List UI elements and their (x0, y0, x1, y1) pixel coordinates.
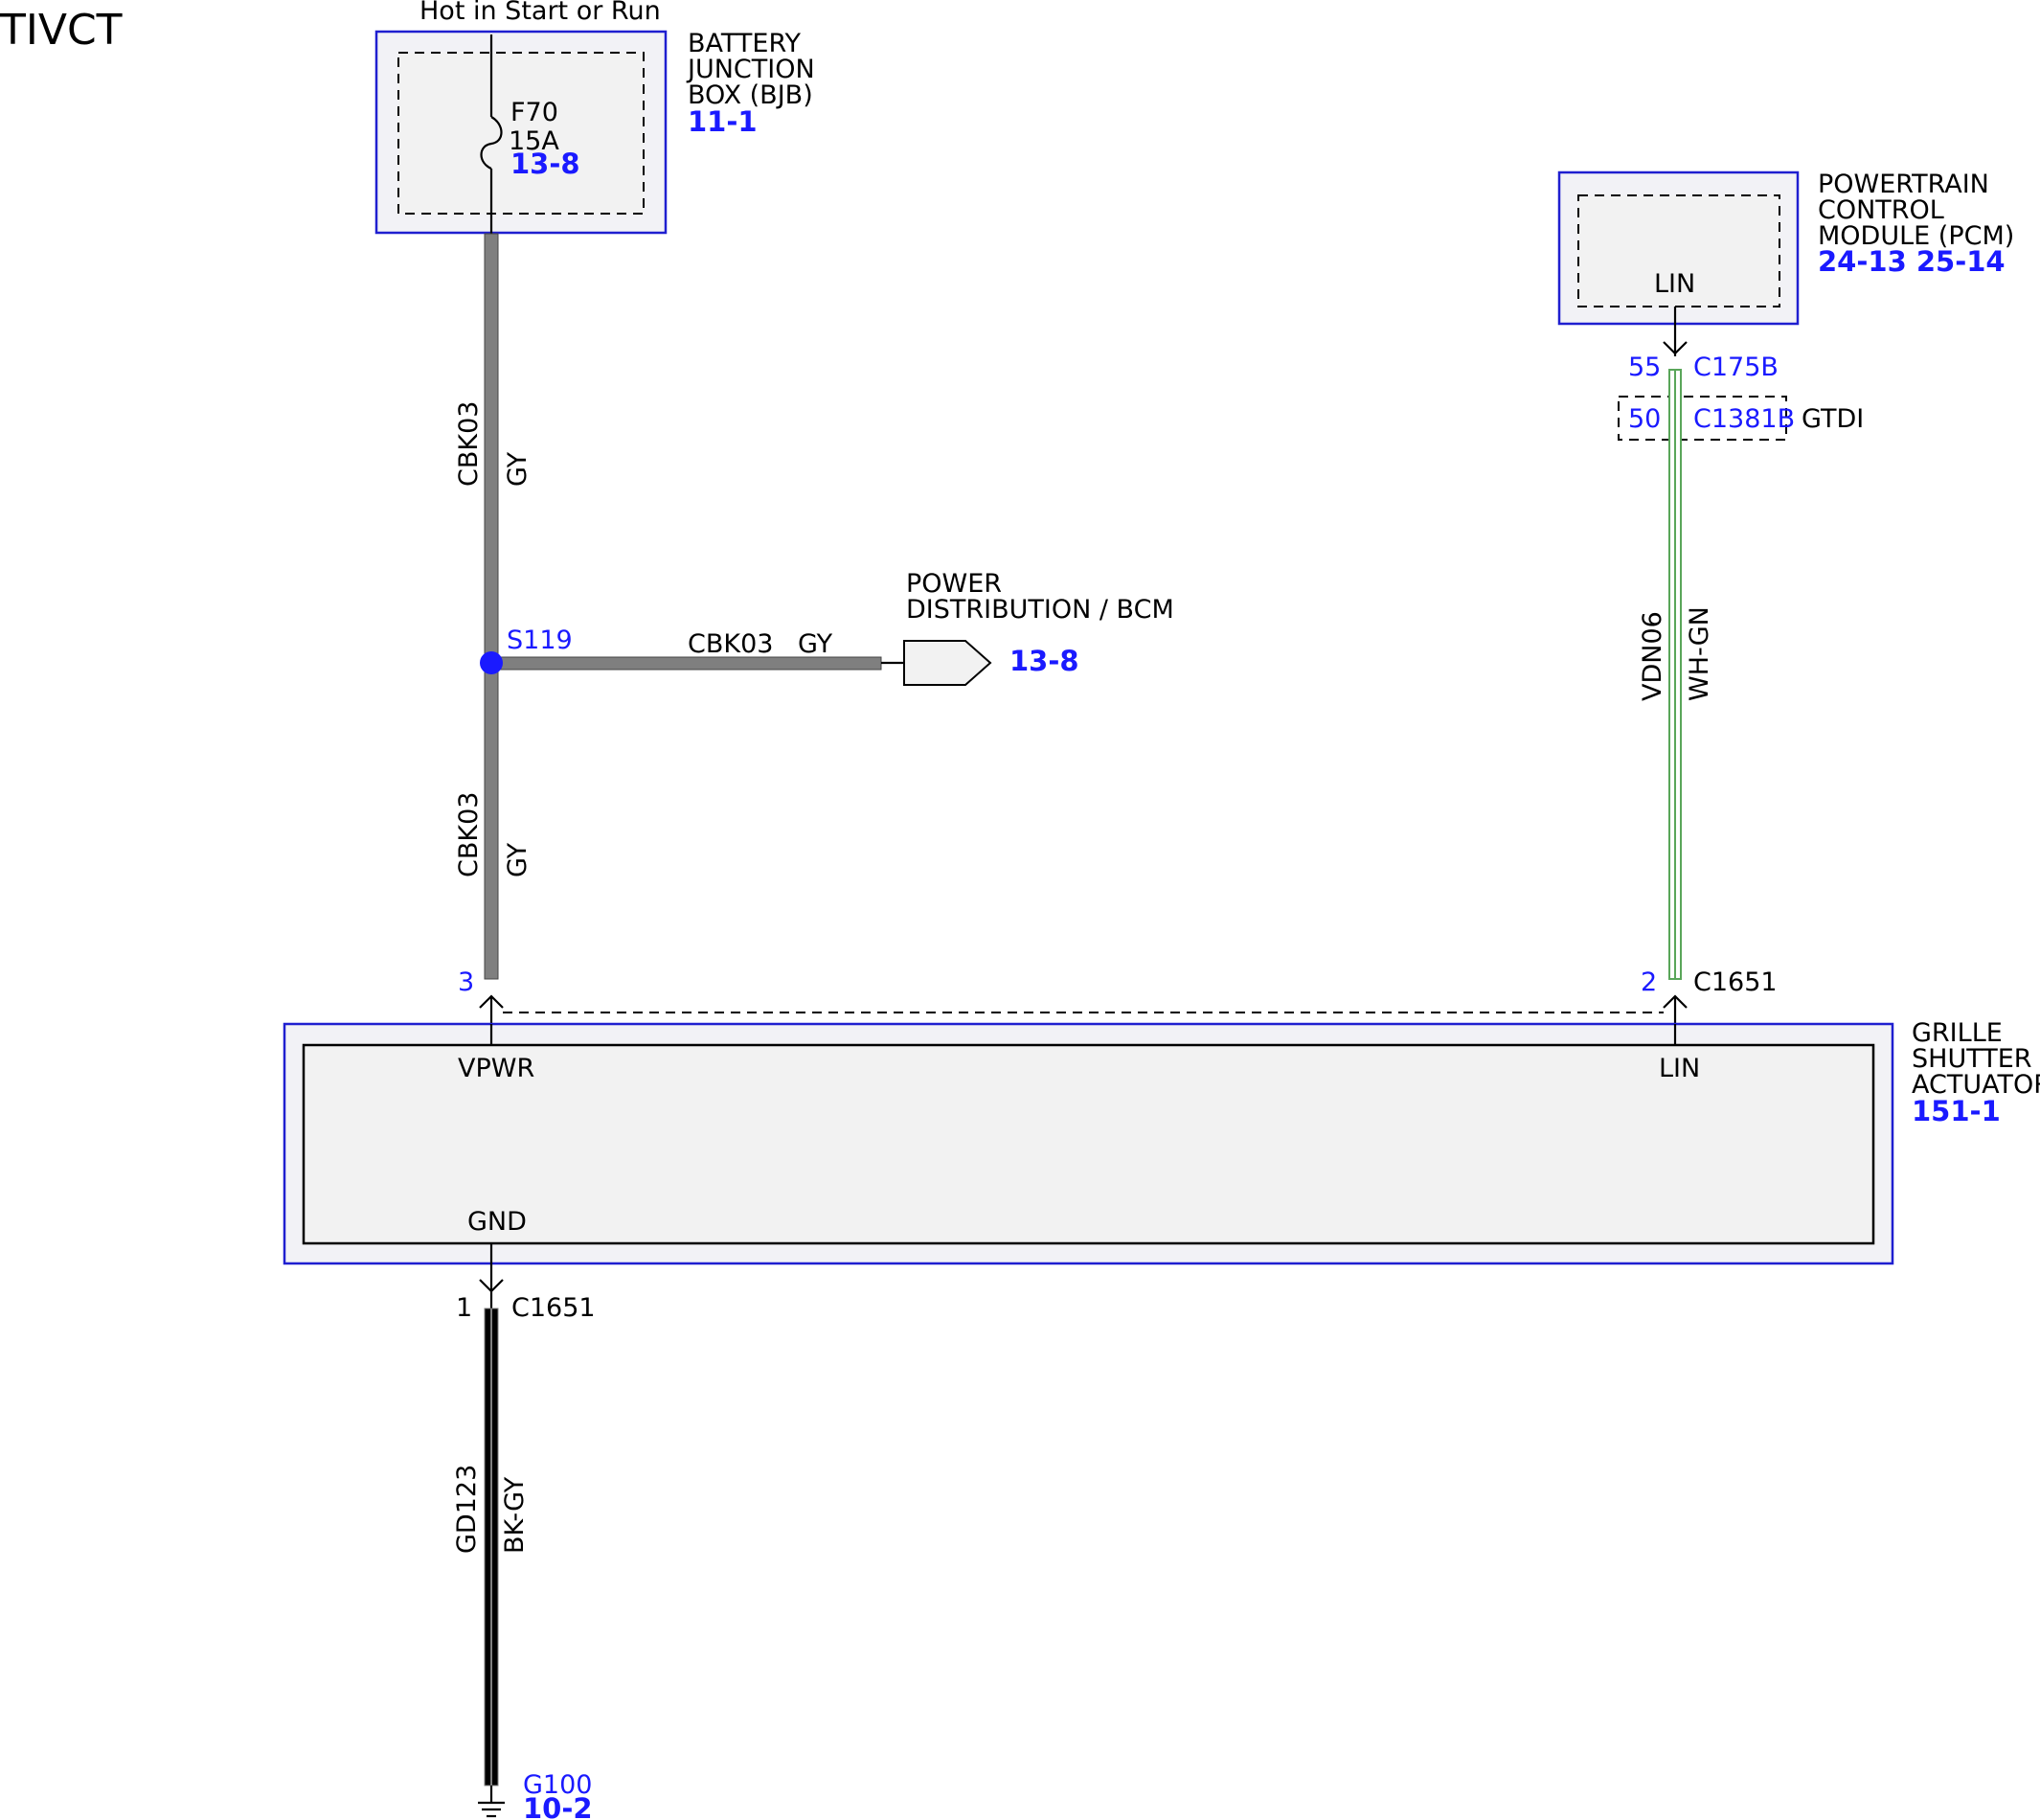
actuator-pin-gnd: GND (467, 1207, 527, 1237)
pcm-connector-icon (1663, 341, 1688, 355)
pcm-name-line-3: MODULE (PCM) (1818, 221, 2014, 251)
powertrain-control-module[interactable]: LIN POWERTRAIN CONTROL MODULE (PCM) 24-1… (1557, 170, 2014, 326)
gnd-connector: C1651 (511, 1293, 596, 1323)
ground-symbol-icon (478, 1786, 505, 1818)
pcm-pin-number-2: 50 (1628, 404, 1661, 434)
actuator-name-line-2: SHUTTER (1912, 1044, 2032, 1074)
gnd-pin-number: 1 (456, 1293, 472, 1323)
pcm-name-line-2: CONTROL (1818, 195, 1944, 225)
pcm-name-line-1: POWERTRAIN (1818, 170, 1989, 199)
lin-connector-icon (1663, 994, 1688, 1009)
actuator-name-line-1: GRILLE (1912, 1018, 2003, 1048)
branch-circuit: CBK03 (688, 629, 773, 659)
ground-page-ref[interactable]: 10-2 (523, 1792, 593, 1820)
fuse-id: F70 (510, 98, 558, 127)
bjb-inner-dashed (397, 52, 645, 215)
page-title: TIVCT (0, 6, 123, 55)
power-wire (484, 233, 499, 980)
gnd-connector-icon (479, 1279, 504, 1293)
splice-dot[interactable] (480, 651, 503, 674)
pcm-connector-1: C175B (1693, 353, 1779, 382)
ground-id: G100 (523, 1770, 592, 1800)
variant-label: GTDI (1802, 404, 1864, 434)
bjb-name-line-3: BOX (BJB) (688, 80, 813, 110)
pcm-connector-2: C1381B (1693, 404, 1795, 434)
bjb-feed-label: Hot in Start or Run (419, 0, 661, 26)
actuator-name-line-3: ACTUATOR (1912, 1070, 2040, 1100)
pcm-pin-lin: LIN (1654, 269, 1695, 299)
bjb-name-line-1: BATTERY (688, 29, 802, 58)
branch-page-ref[interactable]: 13-8 (1009, 645, 1079, 677)
pcm-inner-dashed (1577, 194, 1780, 307)
wire-color-upper: GY (503, 451, 533, 487)
splice-id: S119 (507, 626, 573, 655)
branch-color: GY (798, 629, 833, 659)
lin-wire-circuit: VDN06 (1638, 611, 1667, 701)
bjb-name-line-2: JUNCTION (686, 55, 815, 84)
vpwr-connector-icon (479, 994, 504, 1009)
fuse-rating: 15A (509, 126, 559, 156)
actuator-page-ref[interactable]: 151-1 (1912, 1095, 2001, 1127)
wire-color-lower: GY (503, 842, 533, 877)
branch-dest-line-2: DISTRIBUTION / BCM (906, 595, 1174, 625)
actuator-pin-vpwr: VPWR (458, 1054, 534, 1083)
ground-wire-color: BK-GY (500, 1476, 530, 1554)
lin-wire-color: WH-GN (1685, 606, 1714, 701)
actuator-inner (302, 1043, 1875, 1245)
battery-junction-box[interactable]: Hot in Start or Run BATTERY JUNCTION BOX… (374, 0, 815, 235)
actuator-pin-lin: LIN (1659, 1054, 1700, 1083)
bjb-page-ref[interactable]: 11-1 (688, 105, 758, 138)
actuator-connector: C1651 (1693, 967, 1778, 997)
lin-pin-number: 2 (1641, 967, 1657, 997)
branch-dest-line-1: POWER (906, 569, 1002, 599)
pcm-pin-number-1: 55 (1628, 353, 1661, 382)
offpage-connector-icon[interactable] (903, 640, 992, 686)
wire-circuit-upper: CBK03 (454, 401, 484, 487)
vpwr-pin-number: 3 (458, 967, 474, 997)
pcm-page-ref[interactable]: 24-13 25-14 (1818, 245, 2006, 278)
ground-wire-circuit: GD123 (452, 1465, 482, 1554)
wire-circuit-lower: CBK03 (454, 792, 484, 877)
inline-connector-box (1618, 396, 1787, 441)
fuse-icon (480, 116, 503, 171)
grille-shutter-actuator[interactable]: VPWR LIN GND GRILLE SHUTTER ACTUATOR 151… (283, 1018, 2040, 1265)
fuse-page-ref[interactable]: 13-8 (510, 148, 580, 180)
